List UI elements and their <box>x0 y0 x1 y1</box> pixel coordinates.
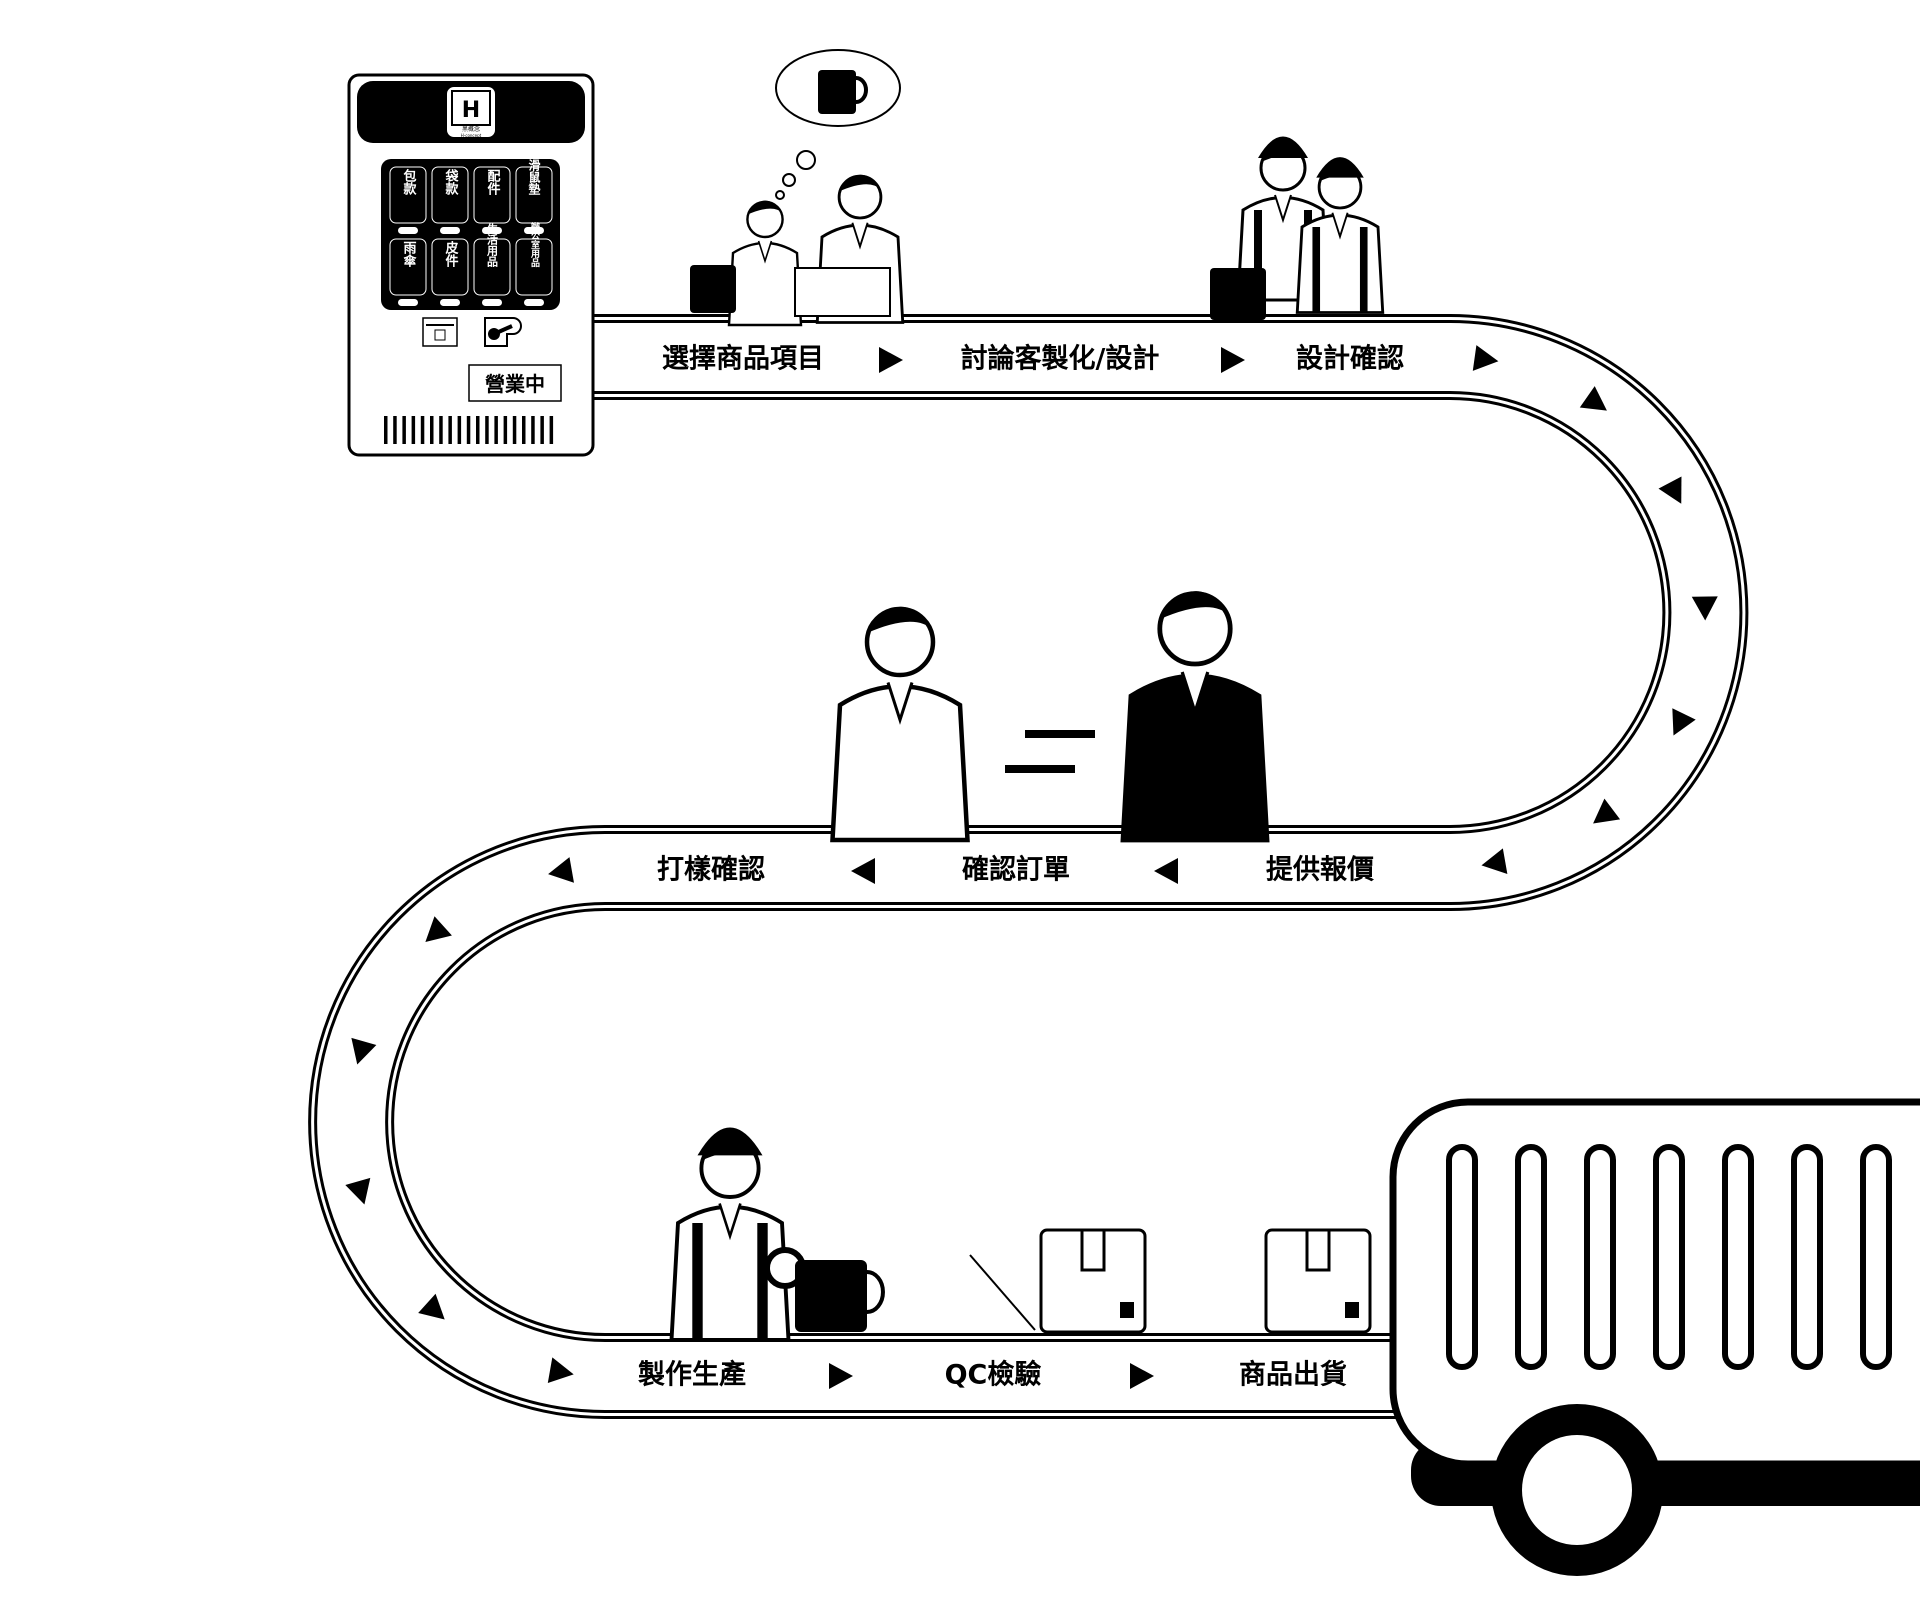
indicator-light <box>482 227 502 234</box>
sales-man-suit <box>1120 591 1270 843</box>
arrow-icon <box>1593 798 1621 824</box>
qc-inspector <box>669 1127 791 1342</box>
arrow-icon <box>351 1037 377 1065</box>
product-button-label: 包款 <box>401 168 417 196</box>
product-button-label: 雨傘 <box>401 241 417 268</box>
product-button[interactable]: 袋款 <box>431 166 469 234</box>
package-box-qc <box>969 1228 1147 1334</box>
people-illustrations <box>669 136 1385 1342</box>
arrow-icon <box>425 916 452 942</box>
truck-vent-slot <box>1860 1144 1892 1370</box>
arrow-icon <box>1130 1363 1154 1389</box>
logo-sub: H-concept <box>461 133 482 138</box>
product-button[interactable]: 滑鼠墊 <box>515 158 553 234</box>
arrow-icon <box>1221 347 1245 373</box>
steps-row-2: 打樣確認 確認訂單 提供報價 <box>657 854 1375 886</box>
arrow-icon <box>879 347 903 373</box>
product-button-label: 生活用品 <box>486 222 499 268</box>
truck-vent-slot <box>1515 1144 1547 1370</box>
product-button[interactable]: 雨傘 <box>389 238 427 306</box>
truck-vent-slot <box>1791 1144 1823 1370</box>
step-qc-inspection: QC檢驗 <box>945 1359 1042 1391</box>
arrow-icon <box>829 1363 853 1389</box>
step-confirm-design: 設計確認 <box>1296 343 1404 375</box>
product-button[interactable]: 包款 <box>389 166 427 234</box>
card-key-icon <box>484 317 522 347</box>
mug-icon <box>1210 268 1266 320</box>
curve-arrows <box>345 345 1718 1384</box>
document-folder <box>1005 765 1075 773</box>
mug-icon <box>795 1260 867 1332</box>
product-button-label: 辦公室用品 <box>529 221 541 268</box>
coin-slot-icon <box>422 317 458 347</box>
step-confirm-order: 確認訂單 <box>962 854 1070 886</box>
mug-icon <box>818 70 868 114</box>
arrow-icon <box>548 857 574 883</box>
logo-name: 黑概念 <box>462 125 480 133</box>
product-button-label: 皮件 <box>443 240 460 268</box>
product-button[interactable]: 生活用品 <box>473 222 511 306</box>
steps-row-3: 製作生產 QC檢驗 商品出貨 <box>638 1359 1347 1391</box>
truck-vent-slot <box>1653 1144 1685 1370</box>
vending-machine: H 黑概念 H-concept 包款袋款配件 滑鼠墊雨傘皮件 生活用品 辦公室用品 營… <box>347 73 595 457</box>
arrow-icon <box>345 1177 371 1205</box>
arrow-icon <box>1579 386 1607 411</box>
worker-2 <box>1295 157 1385 314</box>
client-white-coat <box>830 606 970 843</box>
delivery-truck <box>1389 1098 1920 1576</box>
step-discuss-design: 討論客製化/設計 <box>961 343 1160 375</box>
product-button[interactable]: 皮件 <box>431 238 469 306</box>
designer-woman <box>727 200 803 327</box>
indicator-light <box>398 227 418 234</box>
arrow-icon <box>1691 596 1718 621</box>
arrow-icon <box>418 1293 445 1320</box>
step-shipping: 商品出貨 <box>1239 1359 1347 1391</box>
document-folder <box>1025 730 1095 738</box>
truck-vent-slot <box>1446 1144 1478 1370</box>
indicator-light <box>524 227 544 234</box>
product-button-label: 袋款 <box>443 168 460 196</box>
thought-bubble <box>775 49 901 200</box>
indicator-light <box>398 299 418 306</box>
steps-row-1: 選擇商品項目 討論客製化/設計 設計確認 <box>662 343 1404 375</box>
indicator-light <box>440 227 460 234</box>
package-box-shipping <box>1264 1228 1372 1334</box>
step-select-product: 選擇商品項目 <box>662 344 824 375</box>
arrow-icon <box>547 1357 574 1384</box>
truck-vent-slot <box>1584 1144 1616 1370</box>
vent-grille <box>384 416 554 444</box>
conveyor-road <box>308 314 1749 1419</box>
step-production: 製作生產 <box>638 1359 746 1391</box>
step-provide-quote: 提供報價 <box>1266 855 1375 886</box>
brand-logo: H 黑概念 H-concept <box>445 85 497 139</box>
arrow-icon <box>1472 345 1499 371</box>
logo-letter: H <box>462 98 480 123</box>
laptop-icon <box>794 267 891 317</box>
step-confirm-sample: 打樣確認 <box>657 854 765 886</box>
row-arrows <box>829 347 1245 1389</box>
indicator-light <box>524 299 544 306</box>
truck-vent-slot <box>1722 1144 1754 1370</box>
product-button-label: 配件 <box>485 169 501 196</box>
indicator-light <box>482 299 502 306</box>
product-button[interactable]: 配件 <box>473 166 511 234</box>
arrow-icon <box>1154 858 1178 884</box>
status-sign-text: 營業中 <box>485 372 545 396</box>
product-button[interactable]: 辦公室用品 <box>515 221 553 306</box>
mug-icon <box>690 265 736 313</box>
product-button-label: 滑鼠墊 <box>527 158 541 196</box>
arrow-icon <box>1672 708 1696 736</box>
arrow-icon <box>1658 476 1682 504</box>
arrow-icon <box>851 858 875 884</box>
indicator-light <box>440 299 460 306</box>
arrow-icon <box>1481 848 1508 875</box>
open-sign <box>468 364 562 402</box>
